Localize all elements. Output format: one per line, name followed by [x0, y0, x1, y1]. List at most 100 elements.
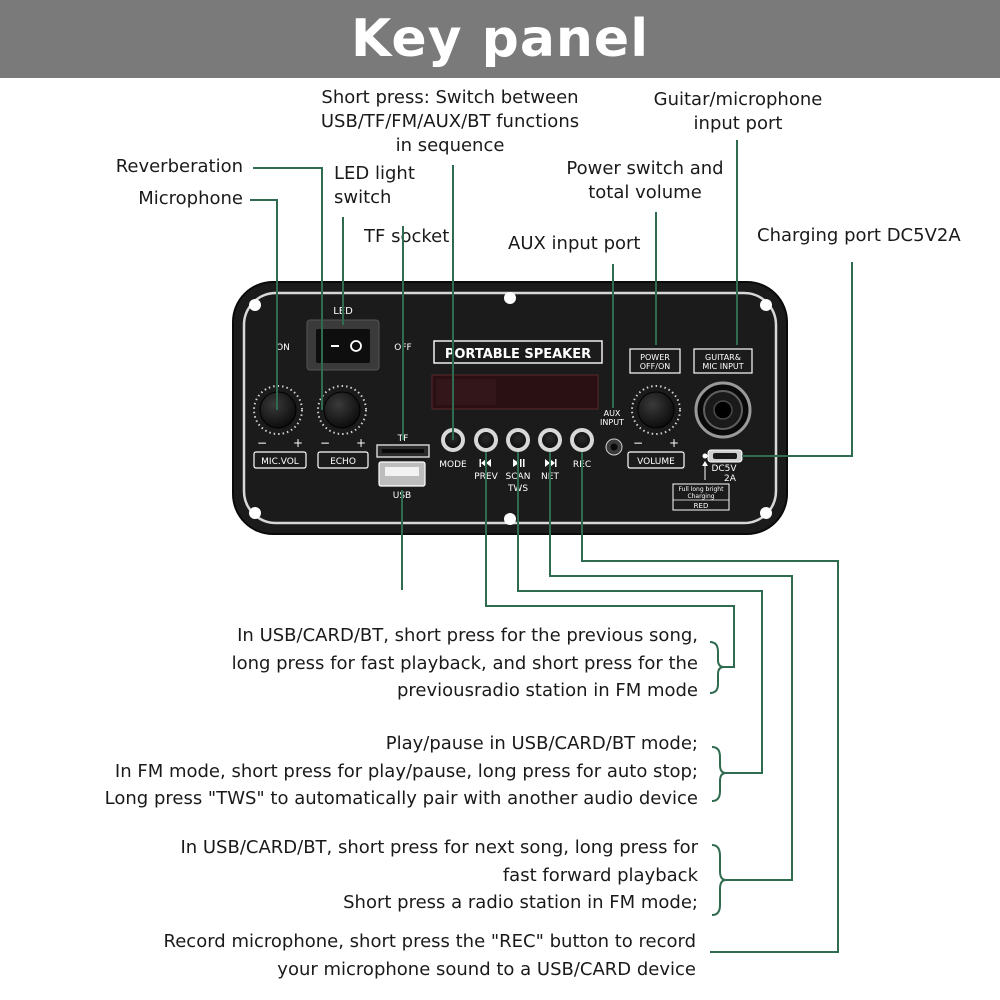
minus-sign: −	[320, 436, 330, 450]
callout-guitar-line: Guitar/microphone	[653, 89, 823, 110]
desc-play-line: Play/pause in USB/CARD/BT mode;	[385, 733, 698, 754]
minus-sign: −	[257, 436, 267, 450]
minus-sign: −	[633, 436, 643, 450]
red-label: RED	[694, 502, 709, 510]
desc-rec-line: your microphone sound to a USB/CARD devi…	[277, 958, 696, 980]
dc-label: 2A	[724, 474, 737, 484]
rec-button[interactable]	[570, 428, 594, 452]
callout-led-line: LED light	[334, 163, 415, 184]
charge-led	[702, 453, 708, 459]
switch-off-mark	[350, 340, 362, 352]
screw-hole	[249, 299, 261, 311]
callout-microphone: Microphone	[138, 188, 243, 209]
prev-button[interactable]	[474, 428, 498, 452]
desc-prev-line: previousradio station in FM mode	[397, 680, 698, 701]
callout-power-line: Power switch and	[566, 158, 724, 179]
desc-prev-line: In USB/CARD/BT, short press for the prev…	[237, 625, 698, 646]
desc-play-line: Long press "TWS" to automatically pair w…	[104, 788, 698, 809]
guitar-label: MIC INPUT	[702, 362, 743, 371]
charge-text: Full long bright	[679, 486, 725, 493]
prev-icon	[479, 459, 491, 467]
bracket-play	[711, 746, 727, 802]
leader-rec	[581, 452, 839, 953]
leader-charging	[742, 262, 853, 457]
volume-knob[interactable]	[631, 385, 681, 435]
callout-mode-line: Short press: Switch between	[321, 87, 579, 108]
guitar-label: GUITAR&	[705, 353, 741, 362]
desc-play-line: In FM mode, short press for play/pause, …	[114, 760, 698, 782]
screw-hole	[504, 292, 516, 304]
desc-next: In USB/CARD/BT, short press for next son…	[180, 834, 698, 917]
play-pause-icon	[513, 459, 525, 467]
mic-vol-frame	[253, 451, 307, 469]
usb-port[interactable]	[378, 461, 426, 487]
power-label: POWER	[640, 353, 670, 362]
guitar-frame	[693, 348, 753, 374]
callout-led-line: switch	[334, 187, 392, 208]
play-scan-button[interactable]	[506, 428, 530, 452]
screw-hole	[760, 299, 772, 311]
callout-mode-line: USB/TF/FM/AUX/BT functions	[320, 111, 580, 132]
leader-play	[517, 452, 763, 774]
desc-rec-line: Record microphone, short press the "REC"…	[163, 931, 696, 952]
leader-lines	[250, 140, 853, 953]
dc-charging-port[interactable]	[707, 449, 743, 463]
leader-next	[549, 452, 793, 881]
screw-hole	[504, 513, 516, 525]
volume-label: VOLUME	[637, 457, 675, 467]
brand-frame	[433, 340, 603, 364]
callout-power: Power switch and total volume	[545, 157, 745, 205]
mode-label: MODE	[439, 460, 467, 470]
echo-knob[interactable]	[317, 385, 367, 435]
desc-next-line: Short press a radio station in FM mode;	[343, 892, 698, 913]
charge-frame	[672, 483, 730, 511]
leader-reverb	[253, 167, 323, 410]
plus-sign: +	[669, 436, 679, 450]
callout-reverb: Reverberation	[115, 156, 243, 177]
aux-label: INPUT	[600, 418, 624, 427]
callout-power-line: total volume	[588, 182, 702, 203]
power-frame	[629, 348, 681, 374]
desc-next-line: fast forward playback	[502, 864, 698, 886]
callout-charging: Charging port DC5V2A	[757, 225, 961, 246]
leader-microphone	[250, 199, 278, 410]
desc-next-line: In USB/CARD/BT, short press for next son…	[180, 837, 698, 858]
aux-label: AUX	[604, 409, 621, 418]
charge-text: Charging	[687, 493, 714, 500]
callout-mode: Short press: Switch between USB/TF/FM/AU…	[300, 86, 600, 158]
display-glare	[436, 379, 496, 405]
guitar-mic-jack[interactable]	[694, 381, 752, 439]
plus-sign: +	[356, 436, 366, 450]
leader-prev	[485, 452, 735, 668]
dc-label: DC5V	[711, 464, 737, 474]
next-icon	[545, 459, 557, 467]
page-title: Key panel	[350, 9, 650, 69]
callout-guitar: Guitar/microphone input port	[628, 88, 848, 136]
power-label: OFF/ON	[640, 362, 670, 371]
next-button[interactable]	[538, 428, 562, 452]
on-label: ON	[276, 343, 290, 353]
callout-mode-line: in sequence	[395, 135, 505, 156]
screw-hole	[249, 507, 261, 519]
callout-aux: AUX input port	[508, 233, 641, 254]
volume-frame	[627, 451, 685, 469]
brand-label: PORTABLE SPEAKER	[445, 347, 591, 362]
bracket-prev	[709, 641, 725, 694]
callout-tf: TF socket	[364, 226, 450, 247]
aux-jack[interactable]	[605, 438, 623, 456]
plus-sign: +	[293, 436, 303, 450]
desc-rec: Record microphone, short press the "REC"…	[164, 928, 696, 983]
bracket-next	[711, 844, 727, 916]
charge-arrow-head	[702, 461, 708, 466]
tf-slot[interactable]	[376, 444, 430, 458]
screw-hole	[760, 507, 772, 519]
desc-play: Play/pause in USB/CARD/BT mode; In FM mo…	[105, 730, 698, 813]
callout-guitar-line: input port	[693, 113, 783, 134]
desc-prev: In USB/CARD/BT, short press for the prev…	[232, 622, 698, 705]
title-banner: Key panel	[0, 0, 1000, 78]
led-switch[interactable]	[306, 319, 380, 371]
callout-led: LED light switch	[334, 162, 415, 210]
mic-vol-label: MIC.VOL	[261, 457, 299, 467]
echo-frame	[317, 451, 369, 469]
